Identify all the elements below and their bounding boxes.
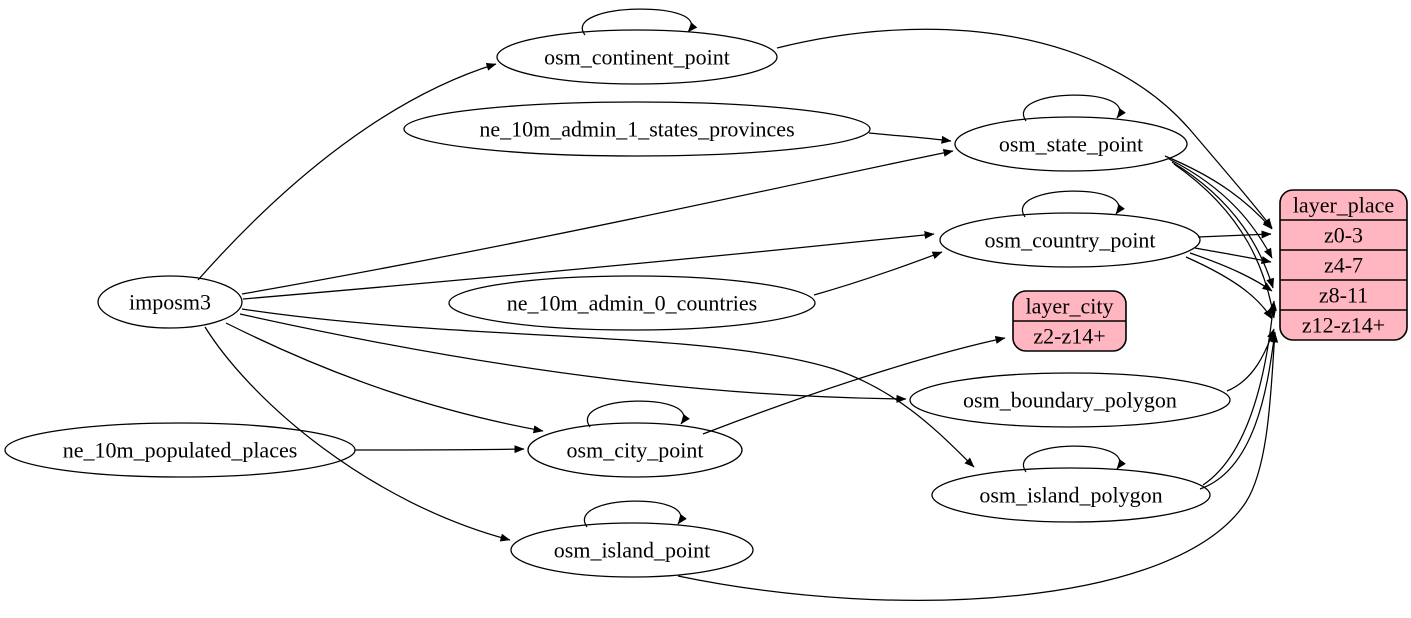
record-row-layer-place-z4-7: z4-7 (1324, 253, 1363, 278)
edge-osm-country-point-to-layer-place-z12-z14plus (1185, 256, 1273, 320)
edge-imposm3-to-osm-island-polygon (241, 308, 975, 468)
edge-ne-10m-populated-places-to-osm-city-point (354, 445, 525, 454)
node-label-ne-10m-admin-0-countries: ne_10m_admin_0_countries (507, 291, 758, 316)
edge-osm-island-point-to-osm-island-point (583, 500, 687, 528)
edge-osm-country-point-to-layer-place-z0-3 (1197, 230, 1272, 239)
record-title-layer-place: layer_place (1293, 193, 1394, 218)
record-row-layer-place-z12-z14plus: z12-z14+ (1302, 313, 1385, 338)
edge-imposm3-to-osm-city-point (225, 322, 544, 434)
node-osm-state-point: osm_state_point (954, 116, 1188, 172)
edge-ne-10m-admin-1-states-provinces-to-osm-state-point (868, 132, 952, 144)
edge-osm-island-polygon-to-osm-island-polygon (1022, 445, 1126, 473)
edge-osm-continent-point-to-layer-place-z0-3 (776, 28, 1273, 229)
nodes-layer: imposm3 osm_continent_point ne_10m_admin_1… (4, 29, 1408, 578)
node-label-ne-10m-admin-1-states-provinces: ne_10m_admin_1_states_provinces (479, 117, 794, 142)
edge-osm-island-polygon-to-layer-place-z8-11 (1202, 300, 1277, 486)
node-imposm3: imposm3 (97, 275, 243, 329)
edge-imposm3-to-osm-boundary-polygon (239, 313, 907, 403)
edge-osm-boundary-polygon-to-layer-place-z12-z14plus (1226, 328, 1275, 392)
node-osm-boundary-polygon: osm_boundary_polygon (909, 372, 1231, 428)
edge-osm-country-point-to-layer-place-z4-7 (1194, 247, 1272, 264)
edge-imposm3-to-osm-continent-point (197, 62, 497, 281)
node-osm-island-point: osm_island_point (510, 522, 754, 578)
node-layer-city: layer_city z2-z14+ (1012, 290, 1127, 352)
edge-osm-state-point-to-layer-place-z4-7 (1168, 158, 1273, 259)
edge-imposm3-to-osm-country-point (242, 231, 935, 300)
node-label-osm-island-polygon: osm_island_polygon (979, 483, 1162, 508)
edge-osm-state-point-to-osm-state-point (1022, 94, 1126, 122)
edge-osm-state-point-to-layer-place-z8-11 (1171, 161, 1275, 289)
edge-imposm3-to-osm-island-point (204, 326, 511, 542)
node-label-osm-island-point: osm_island_point (554, 538, 710, 563)
node-label-osm-continent-point: osm_continent_point (544, 45, 730, 70)
node-ne-10m-populated-places: ne_10m_populated_places (4, 422, 356, 478)
edge-ne-10m-admin-0-countries-to-osm-country-point (813, 251, 943, 296)
record-row-layer-place-z0-3: z0-3 (1324, 223, 1363, 248)
node-label-osm-state-point: osm_state_point (999, 132, 1143, 157)
edge-osm-country-point-to-osm-country-point (1021, 190, 1125, 218)
edge-osm-continent-point-to-osm-continent-point (581, 8, 698, 36)
node-osm-island-polygon: osm_island_polygon (931, 467, 1211, 523)
edge-osm-state-point-to-layer-place-z0-3 (1164, 155, 1273, 230)
node-osm-country-point: osm_country_point (939, 212, 1201, 268)
edges-layer (197, 8, 1279, 602)
node-ne-10m-admin-1-states-provinces: ne_10m_admin_1_states_provinces (403, 101, 871, 157)
record-row-layer-place-z8-11: z8-11 (1319, 283, 1368, 308)
node-osm-continent-point: osm_continent_point (496, 29, 778, 85)
edge-imposm3-to-osm-state-point (241, 148, 954, 295)
node-osm-city-point: osm_city_point (527, 422, 743, 478)
edge-osm-island-polygon-to-layer-place-z12-z14plus (1199, 331, 1278, 490)
node-layer-place: layer_place z0-3 z4-7 z8-11 z12-z14+ (1279, 189, 1408, 341)
record-row-layer-city-z2-z14plus: z2-z14+ (1033, 324, 1105, 349)
node-label-osm-boundary-polygon: osm_boundary_polygon (963, 388, 1177, 413)
edge-osm-city-point-to-layer-city-z2-z14plus (702, 336, 1006, 435)
node-ne-10m-admin-0-countries: ne_10m_admin_0_countries (448, 275, 816, 331)
edge-osm-island-point-to-layer-place-z12-z14plus (677, 332, 1279, 602)
node-label-ne-10m-populated-places: ne_10m_populated_places (63, 438, 298, 463)
node-label-osm-city-point: osm_city_point (567, 438, 704, 463)
edge-osm-country-point-to-layer-place-z8-11 (1189, 252, 1273, 292)
node-label-osm-country-point: osm_country_point (984, 228, 1155, 253)
node-label-imposm3: imposm3 (129, 290, 211, 315)
record-title-layer-city: layer_city (1026, 294, 1114, 319)
edge-osm-city-point-to-osm-city-point (586, 400, 690, 428)
